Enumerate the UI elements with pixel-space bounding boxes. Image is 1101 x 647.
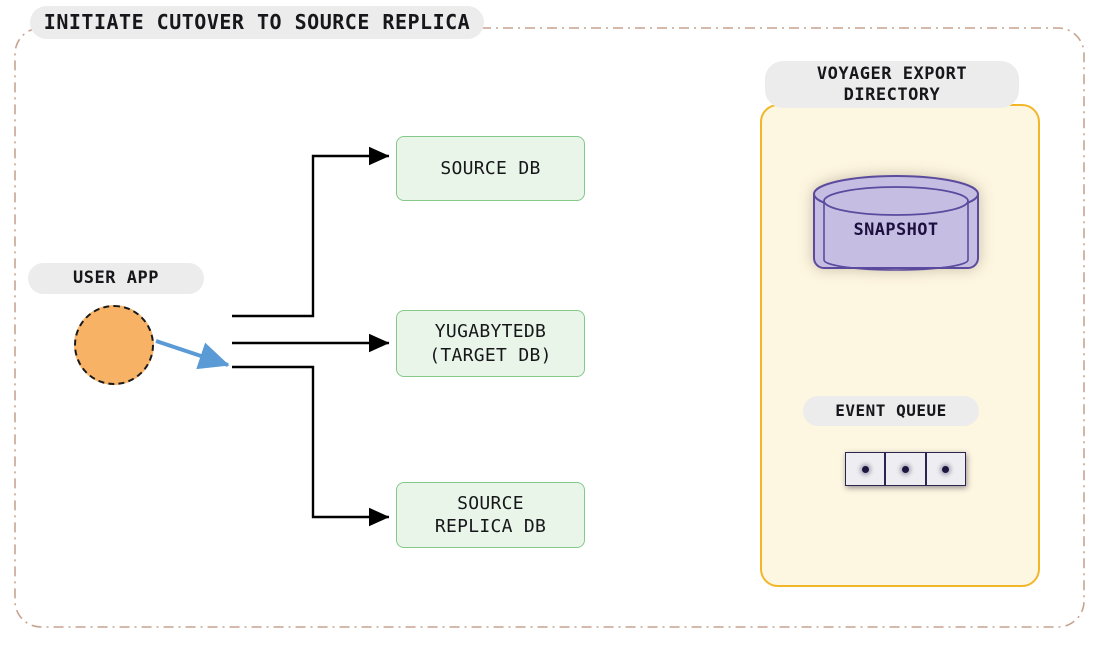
source-replica-db-box: SOURCE REPLICA DB	[396, 482, 585, 548]
connector-user-app-active	[155, 339, 230, 370]
user-app-node	[74, 305, 154, 385]
queue-cell	[885, 452, 926, 486]
user-app-label-pill: USER APP	[28, 263, 204, 294]
queue-item-dot-icon	[942, 465, 950, 473]
queue-item-dot-icon	[861, 465, 869, 473]
queue-cell	[925, 452, 966, 486]
connector-to-source-replica-db	[232, 365, 390, 527]
queue-item-dot-icon	[901, 465, 909, 473]
queue-cell	[845, 452, 886, 486]
voyager-export-directory-label-pill: VOYAGER EXPORT DIRECTORY	[765, 61, 1019, 108]
target-db-box: YUGABYTEDB (TARGET DB)	[396, 310, 585, 377]
connector-to-source-db	[232, 146, 390, 318]
snapshot-label: SNAPSHOT	[853, 220, 939, 240]
snapshot-cylinder: SNAPSHOT	[810, 172, 982, 280]
event-queue-cells	[845, 452, 966, 486]
event-queue-label-pill: EVENT QUEUE	[803, 396, 979, 426]
diagram-title-pill: INITIATE CUTOVER TO SOURCE REPLICA	[30, 6, 484, 39]
source-db-box: SOURCE DB	[396, 136, 585, 201]
